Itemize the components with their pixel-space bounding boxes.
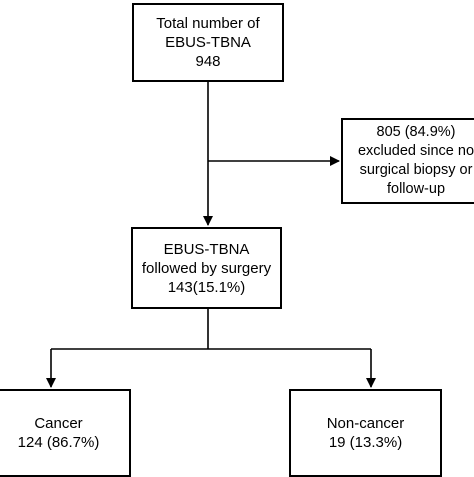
box-cancer-line-1: Cancer [34, 415, 83, 432]
box-excluded-line-4: follow-up [386, 181, 446, 197]
box-noncancer-line-2: 19 (13.3%) [328, 434, 403, 451]
box-surgery-line-3: 143(15.1%) [167, 278, 246, 296]
box-total-line-3: 948 [195, 53, 221, 70]
box-total-line-2: EBUS-TBNA [165, 34, 251, 51]
box-surgery-line-1: EBUS-TBNA [163, 240, 250, 258]
box-total-ebus-tbna: Total number of EBUS-TBNA 948 [132, 3, 284, 82]
box-total-line-1: Total number of [156, 15, 260, 32]
box-excluded-line-2: excluded since no [357, 143, 474, 159]
box-surgery-line-2: followed by surgery [141, 259, 272, 277]
box-cancer: Cancer 124 (86.7%) [0, 389, 131, 477]
box-noncancer-line-1: Non-cancer [326, 415, 405, 432]
box-cancer-line-2: 124 (86.7%) [17, 434, 100, 451]
box-non-cancer: Non-cancer 19 (13.3%) [289, 389, 442, 477]
box-excluded-line-1: 805 (84.9%) [376, 124, 456, 140]
box-excluded-line-3: surgical biopsy or [359, 162, 473, 178]
box-excluded: 805 (84.9%) excluded since no surgical b… [341, 118, 474, 204]
box-followed-by-surgery: EBUS-TBNA followed by surgery 143(15.1%) [131, 227, 282, 309]
